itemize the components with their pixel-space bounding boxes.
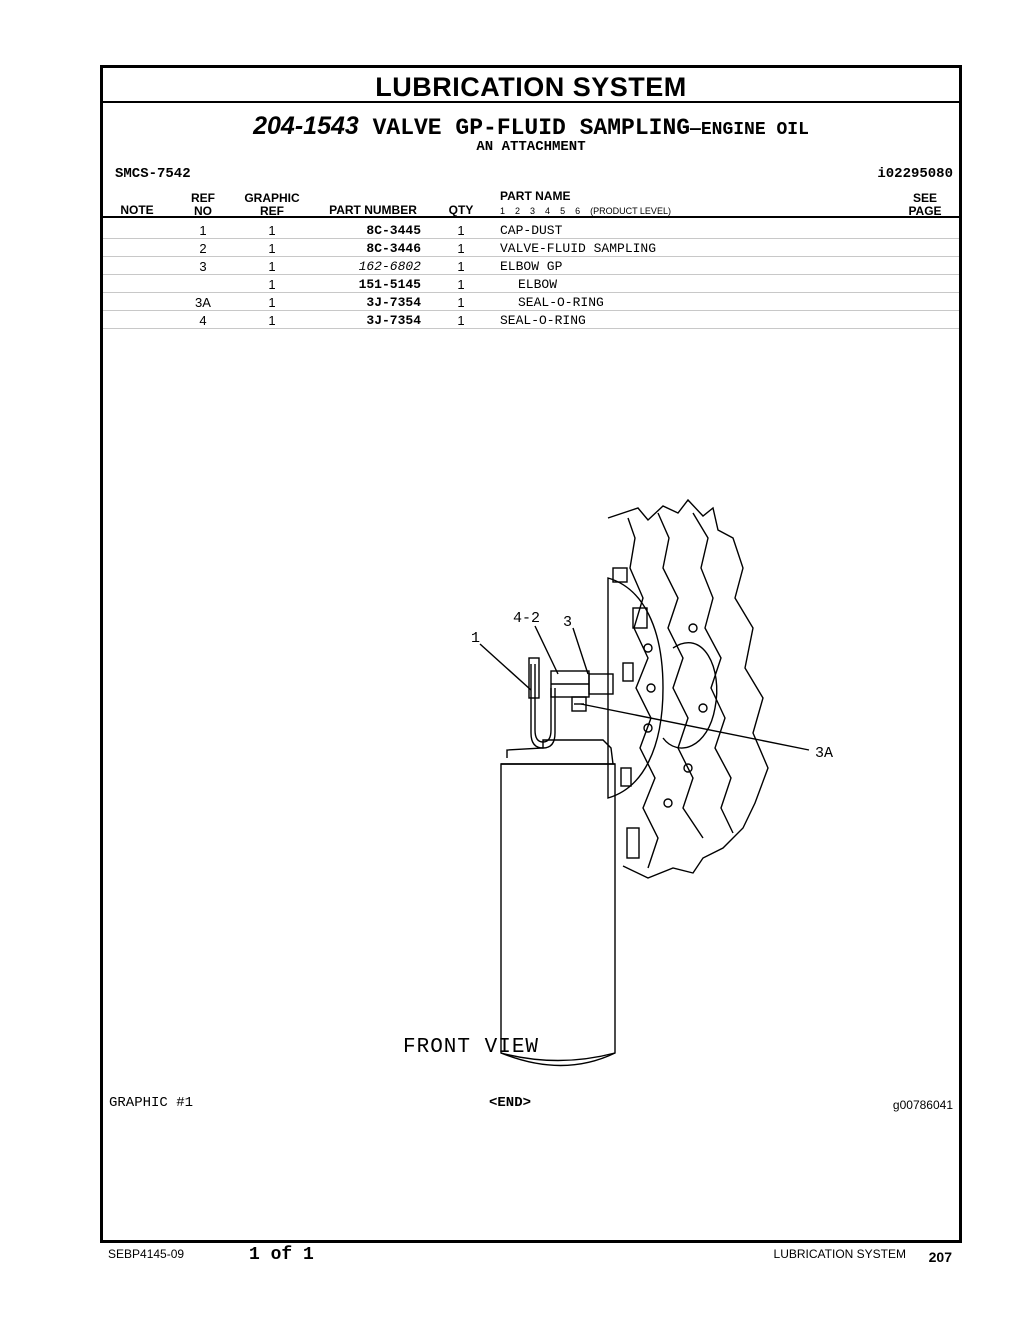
callout-3: 3 (563, 614, 572, 631)
product-level-5: 5 (560, 206, 566, 216)
header-graphic-ref: GRAPHIC REF (237, 192, 307, 218)
product-level-1: 1 (500, 206, 506, 216)
callout-1: 1 (471, 630, 480, 647)
header-graphic-bottom: REF (260, 204, 284, 218)
leader-1 (479, 643, 532, 691)
callout-4-2: 4-2 (513, 610, 540, 627)
table-row: 3A 1 3J-7354 1 SEAL-O-RING (103, 293, 959, 311)
engine-block-inner-2 (657, 512, 704, 839)
section-title: LUBRICATION SYSTEM (103, 68, 959, 103)
cell-qty: 1 (457, 313, 465, 328)
header-divider (103, 216, 959, 218)
cell-part-name: VALVE-FLUID SAMPLING (500, 241, 657, 256)
u-bolt (530, 664, 556, 749)
table-row: 4 1 3J-7354 1 SEAL-O-RING (103, 311, 959, 329)
cell-part-number[interactable]: 151-5145 (358, 277, 421, 292)
header-see-top: SEE (912, 191, 937, 205)
cell-graphic-ref: 1 (268, 223, 276, 238)
header-ref-top: REF (191, 191, 215, 205)
cell-graphic-ref: 1 (268, 259, 276, 274)
cell-part-number[interactable]: 162-6802 (358, 259, 421, 274)
cell-part-name: SEAL-O-RING (500, 313, 586, 328)
page-frame: LUBRICATION SYSTEM 204-1543 VALVE GP-FLU… (100, 65, 962, 1243)
header-ref-bottom: NO (194, 204, 212, 218)
cell-part-number[interactable]: 3J-7354 (366, 313, 421, 328)
graphic-label: GRAPHIC #1 (109, 1095, 194, 1111)
leader-3a (580, 703, 810, 751)
cell-qty: 1 (457, 277, 465, 292)
cell-qty: 1 (457, 295, 465, 310)
end-tag: <END> (489, 1095, 532, 1111)
callout-3a: 3A (815, 745, 833, 762)
engine-block-inner-3 (692, 512, 734, 834)
table-row: 2 1 8C-3446 1 VALVE-FLUID SAMPLING (103, 239, 959, 257)
header-part-number: PART NUMBER (329, 203, 417, 217)
cell-qty: 1 (457, 223, 465, 238)
elbow (588, 673, 614, 695)
footer-page-of: 1 of 1 (249, 1245, 314, 1265)
product-level-3: 3 (530, 206, 536, 216)
table-row: 1 1 8C-3445 1 CAP-DUST (103, 221, 959, 239)
product-level-label: (PRODUCT LEVEL) (590, 206, 671, 216)
cell-ref: 4 (199, 313, 207, 328)
filter-top-flange (506, 739, 614, 765)
header-ref: REF NO (183, 192, 223, 218)
group-subtitle: AN ATTACHMENT (476, 139, 586, 155)
cell-qty: 1 (457, 241, 465, 256)
cell-part-number[interactable]: 8C-3446 (366, 241, 421, 256)
graphic-id: g00786041 (892, 1098, 953, 1112)
leader-3 (572, 627, 589, 675)
cell-graphic-ref: 1 (268, 277, 276, 292)
group-title: 204-1543 VALVE GP-FLUID SAMPLING—ENGINE … (103, 112, 959, 141)
footer-page-number: 207 (928, 1249, 952, 1265)
table-row: 3 1 162-6802 1 ELBOW GP (103, 257, 959, 275)
parts-illustration: 1 4-2 3 3A (471, 498, 833, 1067)
leader-4-2 (534, 625, 559, 675)
header-see-page: SEE PAGE (903, 192, 947, 218)
cell-ref: 2 (199, 241, 207, 256)
info-id: i02295080 (877, 166, 953, 182)
engine-block-inner (627, 517, 659, 869)
cell-graphic-ref: 1 (268, 295, 276, 310)
engine-block-outline (607, 498, 769, 879)
filter-cylinder (500, 763, 616, 1067)
cell-qty: 1 (457, 259, 465, 274)
figure-caption: FRONT VIEW (403, 1036, 540, 1059)
header-note: NOTE (120, 203, 154, 217)
cell-part-name: ELBOW GP (500, 259, 563, 274)
table-row: 1 151-5145 1 ELBOW (103, 275, 959, 293)
cell-part-number[interactable]: 8C-3445 (366, 223, 421, 238)
cell-part-number[interactable]: 3J-7354 (366, 295, 421, 310)
cell-graphic-ref: 1 (268, 241, 276, 256)
smcs-code: SMCS-7542 (115, 166, 191, 182)
seal-o-ring (571, 696, 587, 712)
cell-ref: 3 (199, 259, 207, 274)
cell-ref: 3A (195, 295, 211, 310)
group-name: VALVE GP-FLUID SAMPLING (372, 115, 691, 141)
footer-section: LUBRICATION SYSTEM (773, 1247, 906, 1261)
product-level-4: 4 (545, 206, 551, 216)
product-level-6: 6 (575, 206, 581, 216)
header-qty: QTY (448, 203, 474, 217)
footer-doc-number: SEBP4145-09 (108, 1247, 185, 1261)
cell-ref: 1 (199, 223, 207, 238)
header-see-bottom: PAGE (908, 204, 942, 218)
group-part-number: 204-1543 (253, 112, 359, 140)
group-name-suffix: —ENGINE OIL (690, 120, 809, 140)
cell-part-name: ELBOW (518, 277, 558, 292)
product-level-2: 2 (515, 206, 521, 216)
header-graphic-top: GRAPHIC (244, 191, 300, 205)
dust-cap (528, 657, 540, 699)
cell-part-name: CAP-DUST (500, 223, 563, 238)
cell-graphic-ref: 1 (268, 313, 276, 328)
header-part-name: PART NAME (500, 189, 571, 203)
inner-bore (662, 642, 718, 749)
cell-part-name: SEAL-O-RING (518, 295, 604, 310)
